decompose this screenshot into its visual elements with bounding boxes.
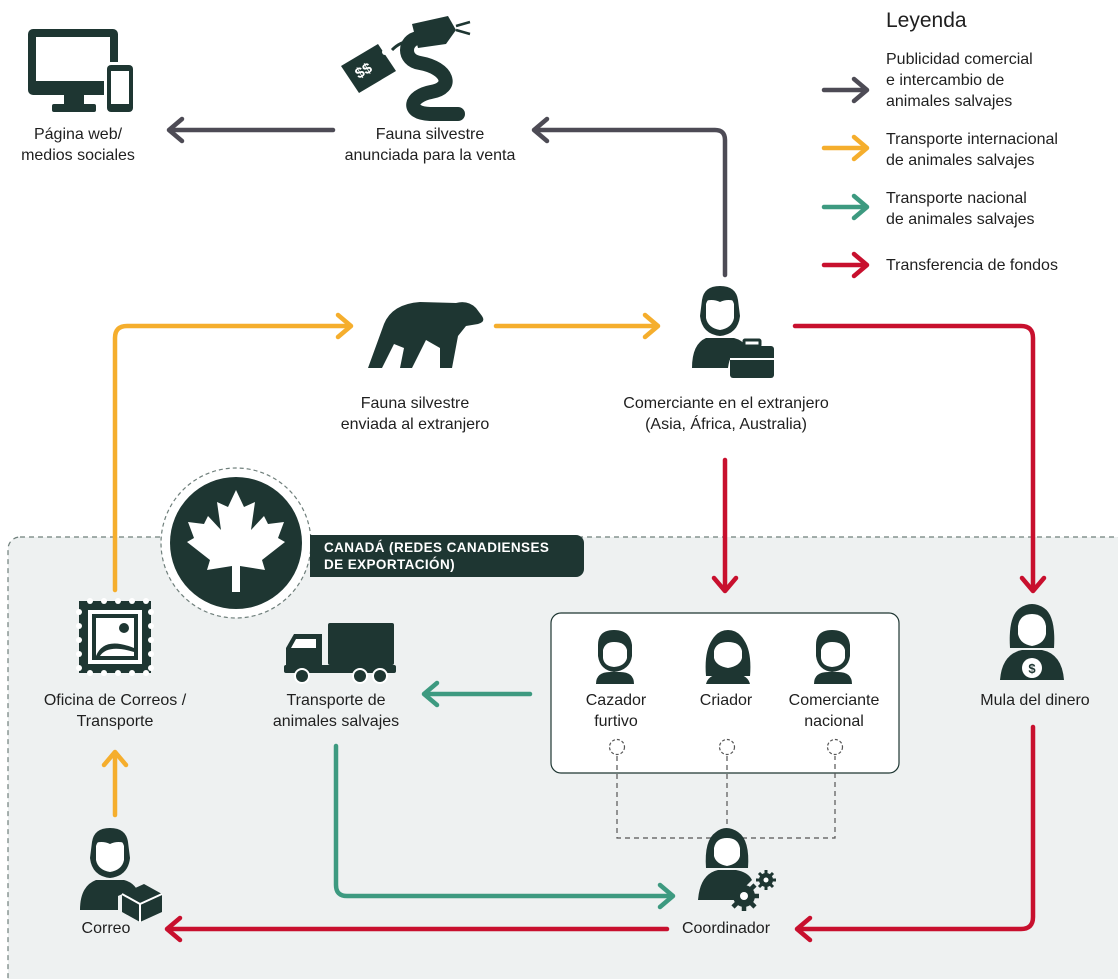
woman-coin-icon: $	[1000, 604, 1064, 680]
woman-gears-icon	[698, 828, 776, 911]
region-label-line1: CANADÁ (REDES CANADIENSES	[324, 540, 550, 555]
truck-icon	[284, 623, 396, 684]
legend-item-commercial: Publicidad comercial e intercambio de an…	[886, 51, 1033, 110]
coin-symbol: $	[1028, 661, 1036, 676]
transport-label: Transporte de animales salvajes	[272, 692, 400, 730]
advertised-label: Fauna silvestre anunciada para la venta	[344, 126, 516, 164]
domestic-trader-label: Comerciante nacional	[788, 692, 880, 730]
legend-arrows	[821, 76, 870, 279]
legend-title: Leyenda	[886, 9, 967, 32]
polar-bear-icon	[368, 302, 484, 368]
legend-arrow-funds	[821, 251, 870, 279]
legend-item-international: Transporte internacional de animales sal…	[886, 131, 1058, 169]
snake-price-tag-icon: $$	[341, 16, 471, 121]
money-mule-label: Mula del dinero	[980, 692, 1090, 709]
legend-item-funds: Transferencia de fondos	[886, 257, 1058, 274]
legend-arrow-international	[821, 134, 870, 162]
person-icon	[814, 630, 852, 684]
legend-arrow-commercial	[821, 76, 870, 104]
region-label-line2: DE EXPORTACIÓN)	[324, 557, 456, 572]
computer-icon	[28, 29, 136, 114]
person-briefcase-icon	[692, 286, 774, 378]
gray-flow-arrows	[166, 116, 728, 278]
stamp-icon	[76, 598, 154, 676]
orange-flow-arrows	[101, 312, 661, 818]
breeder-label: Criador	[699, 692, 753, 709]
foreign-trader-label: Comerciante en el extranjero (Asia, Áfri…	[623, 395, 829, 433]
person-package-icon	[80, 828, 163, 922]
mail-label: Correo	[81, 920, 131, 937]
connector-dots	[608, 738, 844, 756]
woman-icon	[705, 630, 751, 684]
green-flow-arrows	[333, 680, 676, 910]
maple-leaf-icon	[160, 467, 312, 619]
coordinator-label: Coordinador	[681, 920, 771, 937]
canada-region-label: CANADÁ (REDES CANADIENSES DE EXPORTACIÓN…	[310, 535, 584, 577]
post-office-label: Oficina de Correos / Transporte	[43, 692, 187, 730]
legend-item-national: Transporte nacional de animales salvajes	[886, 190, 1035, 228]
red-flow-arrows	[164, 323, 1047, 943]
shipped-label: Fauna silvestre enviada al extranjero	[340, 395, 490, 433]
price-tag-text: $$	[352, 59, 376, 82]
person-icon	[596, 630, 634, 684]
suppliers-box	[550, 612, 900, 774]
website-label: Página web/ medios sociales	[21, 126, 135, 164]
legend-arrow-national	[821, 193, 870, 221]
poacher-label: Cazador furtivo	[585, 692, 647, 730]
